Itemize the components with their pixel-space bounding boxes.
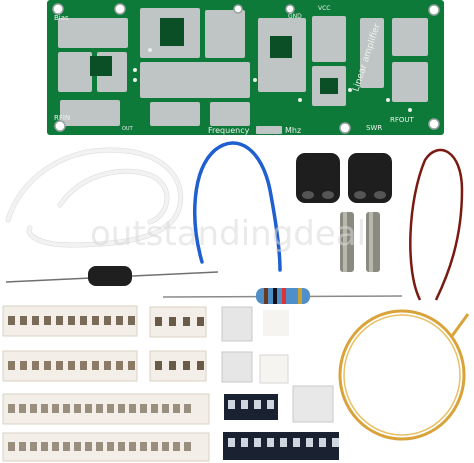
smd-chip	[162, 404, 169, 413]
smd-chip	[80, 316, 87, 325]
smd-chip	[228, 400, 235, 409]
smd-chip	[128, 316, 135, 325]
pcb-label-mhz: Mhz	[285, 126, 301, 135]
smd-chip	[254, 438, 261, 447]
tube-icon	[340, 212, 380, 272]
smd-chip	[96, 442, 103, 451]
smd-chip	[197, 317, 204, 326]
smd-chip	[118, 404, 125, 413]
pcb-label-out: OUT	[122, 126, 134, 132]
resistor-icon	[162, 288, 403, 304]
white-wire-icon	[5, 147, 184, 248]
pcb-label-rfin: RFIN	[54, 114, 70, 122]
smd-chip	[30, 442, 37, 451]
smd-chip	[63, 442, 70, 451]
smd-chip	[56, 361, 63, 370]
smd-chip	[140, 404, 147, 413]
smd-chip	[44, 361, 51, 370]
smd-chip	[32, 316, 39, 325]
smd-chip	[85, 442, 92, 451]
smd-chip	[19, 442, 26, 451]
smd-chip	[116, 361, 123, 370]
smd-chip	[8, 316, 15, 325]
smd-chip	[129, 404, 136, 413]
smd-chip	[19, 404, 26, 413]
smd-chip	[254, 400, 261, 409]
blue-wire-icon	[193, 141, 282, 272]
smd-chip	[184, 442, 191, 451]
pcb-label-frequency: Frequency	[208, 126, 250, 135]
smd-chip	[68, 361, 75, 370]
smd-chip	[197, 361, 204, 370]
smd-chip	[140, 442, 147, 451]
red-magnet-wire-icon	[409, 148, 464, 301]
pcb-label-rfout: RFOUT	[390, 116, 415, 124]
pcb-label-bias: Bias	[54, 14, 69, 22]
smd-chip	[332, 438, 339, 447]
smd-chip	[151, 404, 158, 413]
smd-chip	[319, 438, 326, 447]
smd-chip	[107, 404, 114, 413]
smd-chip	[267, 400, 274, 409]
smd-chip	[306, 438, 313, 447]
smd-chip	[116, 316, 123, 325]
smd-chip	[74, 404, 81, 413]
smd-chip	[173, 442, 180, 451]
smd-chip	[162, 442, 169, 451]
smd-chip	[118, 442, 125, 451]
smd-chip	[169, 361, 176, 370]
smd-chip	[63, 404, 70, 413]
smd-chip	[41, 442, 48, 451]
smd-chip	[128, 361, 135, 370]
pcb-board: Bias RFIN GND VCC Linear amplifier Frequ…	[47, 0, 444, 135]
smd-chip	[20, 361, 27, 370]
smd-chip	[44, 316, 51, 325]
ferrite-core-icon	[296, 153, 392, 203]
smd-chip	[280, 438, 287, 447]
smd-chip	[52, 442, 59, 451]
smd-chip	[104, 316, 111, 325]
pcb-label-vcc: VCC	[318, 5, 330, 12]
yellow-wire-ring-icon	[338, 309, 470, 441]
pcb-label-gnd: GND	[288, 13, 302, 20]
smd-chip	[104, 361, 111, 370]
smd-chip	[80, 361, 87, 370]
smd-chip	[92, 361, 99, 370]
smd-chip	[151, 442, 158, 451]
smd-chip	[8, 442, 15, 451]
smd-chip	[74, 442, 81, 451]
smd-chip	[92, 316, 99, 325]
smd-chip	[155, 317, 162, 326]
smd-strip-icon	[2, 305, 339, 462]
smd-chip	[8, 404, 15, 413]
smd-chip	[107, 442, 114, 451]
smd-chip	[183, 361, 190, 370]
smd-chip	[41, 404, 48, 413]
smd-chip	[129, 442, 136, 451]
smd-chip	[267, 438, 274, 447]
smd-chip	[20, 316, 27, 325]
smd-chip	[68, 316, 75, 325]
smd-chip	[169, 317, 176, 326]
smd-chip	[52, 404, 59, 413]
smd-chip	[241, 400, 248, 409]
smd-chip	[184, 404, 191, 413]
watermark: outstandingdeal	[90, 214, 366, 254]
smd-chip	[293, 438, 300, 447]
pcb-label-swr: SWR	[366, 124, 382, 132]
inductor-icon	[5, 266, 219, 286]
smd-chip	[56, 316, 63, 325]
smd-chip	[155, 361, 162, 370]
smd-chip	[173, 404, 180, 413]
smd-chip	[228, 438, 235, 447]
smd-chip	[32, 361, 39, 370]
smd-chip	[241, 438, 248, 447]
smd-chip	[30, 404, 37, 413]
smd-chip	[183, 317, 190, 326]
smd-chip	[8, 361, 15, 370]
smd-chip	[96, 404, 103, 413]
smd-chip	[85, 404, 92, 413]
